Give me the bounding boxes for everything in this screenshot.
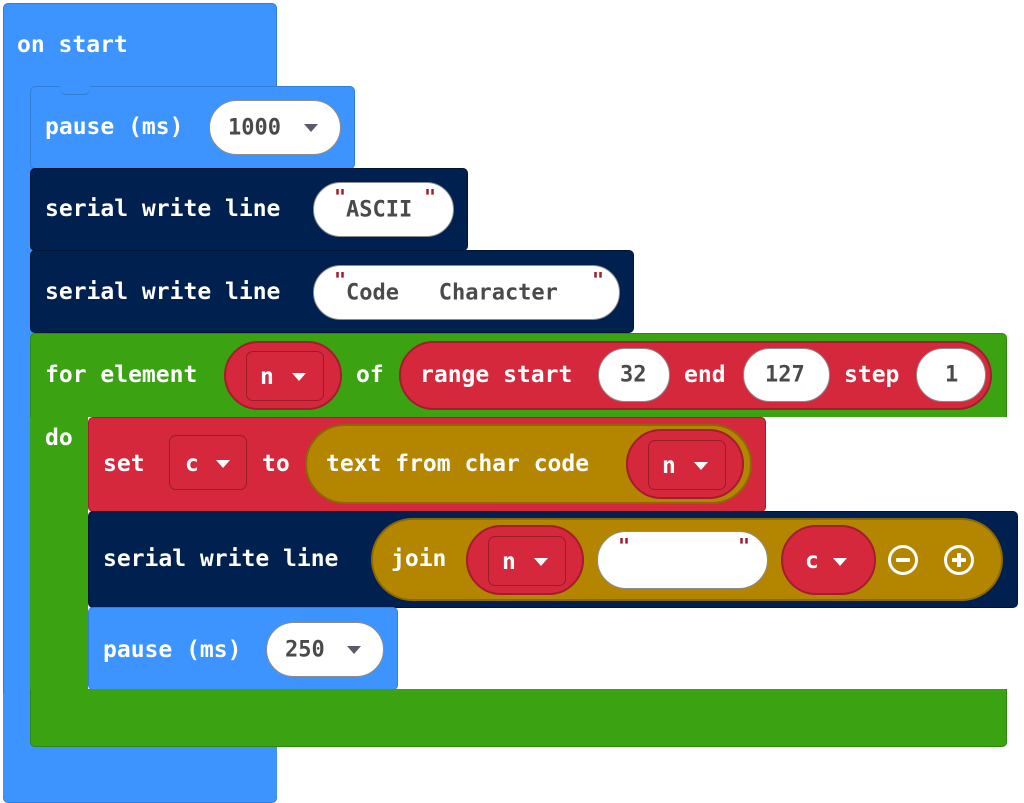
join-arg3-name: c xyxy=(805,548,819,574)
range-end-value: 127 xyxy=(765,362,805,388)
join-label: join xyxy=(391,546,447,572)
pause-label-2: pause (ms) xyxy=(103,637,242,663)
minus-icon xyxy=(896,558,910,562)
loop-variable-dropdown[interactable]: n xyxy=(246,351,324,401)
remove-input-button[interactable] xyxy=(888,545,918,575)
for-element-label: for element xyxy=(45,362,198,388)
set-variable-dropdown[interactable]: c xyxy=(169,435,247,490)
text-from-char-code-label: text from char code xyxy=(326,451,590,477)
open-quote-icon: " xyxy=(334,268,347,292)
on-start-label: on start xyxy=(17,32,128,58)
dropdown-caret-icon xyxy=(833,558,847,566)
open-quote-icon: " xyxy=(618,534,631,558)
serial-write-line-label-1: serial write line xyxy=(45,196,281,222)
set-label: set xyxy=(103,451,145,477)
char-code-arg-pill[interactable]: n xyxy=(626,429,744,499)
range-step-input[interactable]: 1 xyxy=(916,348,986,402)
plus-icon-vertical xyxy=(957,553,961,567)
join-arg1-dropdown[interactable]: n xyxy=(488,536,566,586)
do-label: do xyxy=(45,425,73,451)
join-arg3-pill[interactable]: c xyxy=(781,525,876,595)
pause-duration-value-1: 1000 xyxy=(228,115,281,140)
range-end-label: end xyxy=(684,362,726,388)
dropdown-caret-icon xyxy=(304,124,318,132)
dropdown-caret-icon xyxy=(347,646,361,654)
serial-text-value-2: Code Character xyxy=(346,280,558,305)
to-label: to xyxy=(262,451,290,477)
serial-text-field-1[interactable]: " ASCII " xyxy=(313,182,454,237)
close-quote-icon: " xyxy=(424,185,437,209)
open-quote-icon: " xyxy=(334,185,347,209)
range-start-input[interactable]: 32 xyxy=(598,348,670,402)
loop-bottom-bar xyxy=(30,689,1007,747)
add-input-button[interactable] xyxy=(944,545,974,575)
serial-text-value-1: ASCII xyxy=(346,197,413,222)
dropdown-caret-icon xyxy=(534,558,548,566)
close-quote-icon: " xyxy=(592,268,605,292)
range-end-input[interactable]: 127 xyxy=(743,348,830,402)
serial-write-line-label-3: serial write line xyxy=(103,546,339,572)
pause-block-1-notch xyxy=(60,86,90,95)
dropdown-caret-icon xyxy=(694,462,708,470)
dropdown-caret-icon xyxy=(216,460,230,468)
set-variable-name: c xyxy=(185,451,199,477)
serial-text-field-2[interactable]: " Code Character " xyxy=(313,265,620,320)
range-step-label: step xyxy=(844,362,900,388)
pause-label-1: pause (ms) xyxy=(45,114,184,140)
close-quote-icon: " xyxy=(738,534,751,558)
range-step-value: 1 xyxy=(945,362,959,388)
join-arg1-name: n xyxy=(502,549,516,575)
loop-variable-name: n xyxy=(260,364,274,390)
join-arg2-text-field[interactable]: " " xyxy=(597,531,768,589)
loop-spine xyxy=(30,417,88,689)
range-start-value: 32 xyxy=(620,362,647,388)
char-code-arg-name: n xyxy=(662,453,676,479)
pause-duration-dropdown-2[interactable]: 250 xyxy=(266,622,384,677)
join-arg1-pill[interactable]: n xyxy=(466,525,584,595)
range-start-label: range start xyxy=(420,362,573,388)
serial-write-line-label-2: serial write line xyxy=(45,279,281,305)
loop-variable-pill[interactable]: n xyxy=(224,341,342,410)
pause-duration-value-2: 250 xyxy=(285,637,325,662)
char-code-arg-dropdown[interactable]: n xyxy=(648,440,726,490)
range-block[interactable] xyxy=(399,341,992,410)
pause-duration-dropdown-1[interactable]: 1000 xyxy=(209,100,341,155)
of-label: of xyxy=(356,362,384,388)
dropdown-caret-icon xyxy=(292,373,306,381)
